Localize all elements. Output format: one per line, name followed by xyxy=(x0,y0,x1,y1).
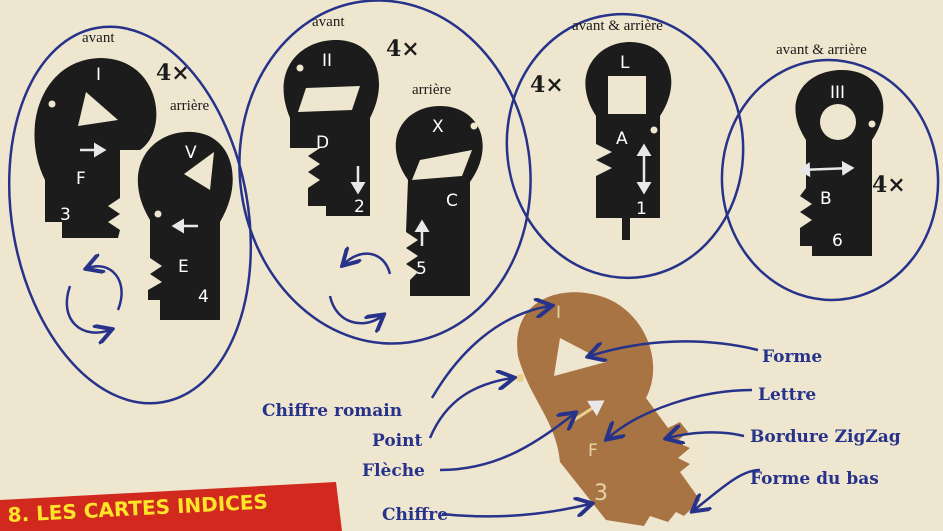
label-arrow: Flèche xyxy=(362,461,425,481)
card-group-3: avant & arrière 4× L A 1 xyxy=(494,2,756,289)
key-digit: 6 xyxy=(832,231,843,251)
pointer-arrow xyxy=(442,504,590,516)
label-point: Point xyxy=(372,431,422,451)
key-letter: F xyxy=(588,441,598,461)
key-numeral: I xyxy=(96,65,101,85)
key-numeral: X xyxy=(432,117,444,137)
key-numeral: I xyxy=(556,303,561,323)
label-shape: Forme xyxy=(762,347,822,367)
card-label-front: avant xyxy=(312,14,345,30)
card-label-back: arrière xyxy=(170,98,209,114)
key-letter: B xyxy=(820,189,832,209)
card-group-2: avant 4× arrière II D 2 X C 5 xyxy=(217,0,552,363)
card-group-1: avant 4× arrière I F 3 V E 4 xyxy=(0,7,279,422)
key-letter: D xyxy=(316,133,329,153)
card-label-front: avant & arrière xyxy=(572,18,663,34)
key-digit: 2 xyxy=(354,197,365,217)
card-label-front: avant & arrière xyxy=(776,42,867,58)
label-digit: Chiffre xyxy=(382,505,448,525)
flip-arrow-icon xyxy=(344,254,390,274)
flip-arrow-icon xyxy=(330,296,382,323)
card-count: 4× xyxy=(156,60,190,86)
group-circle xyxy=(217,0,552,363)
key-front: L A 1 xyxy=(585,42,671,240)
key-front: III B 6 xyxy=(795,70,883,256)
section-banner: 8. LES CARTES INDICES xyxy=(0,482,342,531)
card-label-back: arrière xyxy=(412,82,451,98)
key-numeral: V xyxy=(185,143,197,163)
key-digit: 3 xyxy=(60,205,71,225)
key-letter: E xyxy=(178,257,189,277)
flip-arrow-icon xyxy=(88,266,122,310)
key-digit: 5 xyxy=(416,259,427,279)
card-count: 4× xyxy=(872,172,906,198)
key-numeral: L xyxy=(620,53,630,73)
label-roman-numeral: Chiffre romain xyxy=(262,401,402,421)
card-group-4: avant & arrière 4× III B 6 xyxy=(714,42,943,307)
card-count: 4× xyxy=(386,36,420,62)
key-digit: 1 xyxy=(636,199,647,219)
key-letter: F xyxy=(76,169,86,189)
key-back: V E 4 xyxy=(138,132,233,320)
key-digit: 4 xyxy=(198,287,209,307)
key-numeral: II xyxy=(322,51,332,71)
key-letter: C xyxy=(446,191,458,211)
annotated-key: I F 3 xyxy=(516,292,700,526)
key-front: II D 2 xyxy=(284,40,379,217)
label-zigzag: Bordure ZigZag xyxy=(750,427,901,447)
key-digit: 3 xyxy=(594,481,608,506)
label-bottom-shape: Forme du bas xyxy=(750,469,879,489)
key-numeral: III xyxy=(830,83,845,103)
label-letter: Lettre xyxy=(758,385,816,405)
pointer-arrow xyxy=(430,378,512,438)
flip-arrow-icon xyxy=(67,286,110,333)
key-letter: A xyxy=(616,129,628,149)
key-back: X C 5 xyxy=(396,106,483,296)
card-label-front: avant xyxy=(82,30,115,46)
card-count: 4× xyxy=(530,72,564,98)
key-front: I F 3 xyxy=(34,58,156,238)
group-circle xyxy=(0,7,279,422)
